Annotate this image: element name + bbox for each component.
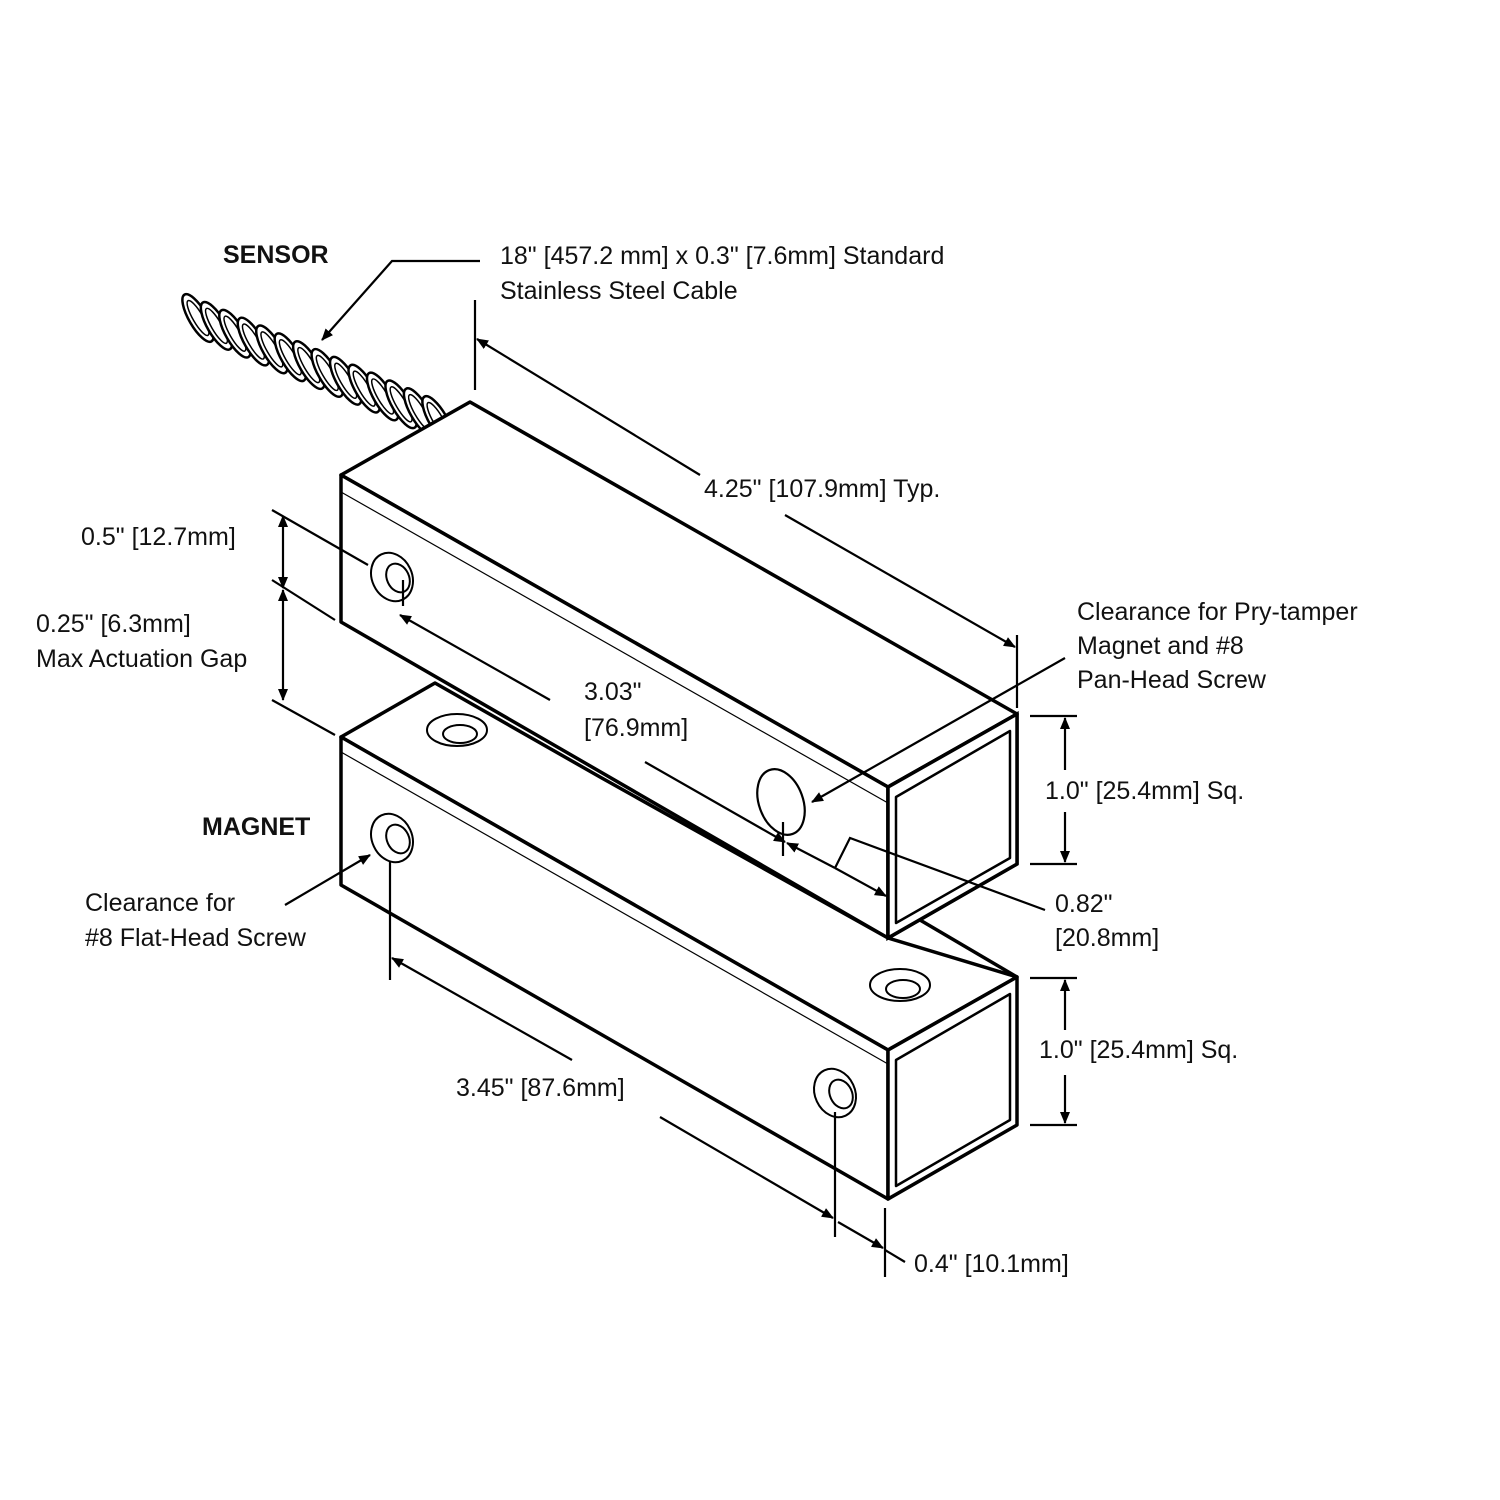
magnet-top-hole xyxy=(869,968,931,1002)
magnet-end-offset-dimension: 0.4" [10.1mm] xyxy=(914,1250,1069,1278)
pry-tamper-note-line2: Magnet and #8 xyxy=(1077,632,1244,660)
dimension-lines xyxy=(271,259,1077,1277)
pry-tamper-hole xyxy=(756,768,806,836)
cable-spec-line1: 18" [457.2 mm] x 0.3" [7.6mm] Standard xyxy=(500,242,944,270)
magnet-spacing-dimension: 3.45" [87.6mm] xyxy=(456,1074,625,1102)
magnet-top-hole xyxy=(426,713,488,747)
stainless-steel-cable xyxy=(181,292,455,446)
flat-head-note-line1: Clearance for xyxy=(85,889,235,917)
hole-offset-dimension: 0.5" [12.7mm] xyxy=(81,523,236,551)
magnet-body xyxy=(339,681,1019,1201)
magnet-square-dimension: 1.0" [25.4mm] Sq. xyxy=(1039,1036,1238,1064)
hole-spacing-line2: [76.9mm] xyxy=(584,714,688,742)
magnet-front-hole xyxy=(370,812,414,864)
magnet-label: MAGNET xyxy=(202,813,310,841)
flat-head-note-line2: #8 Flat-Head Screw xyxy=(85,924,307,952)
length-dimension: 4.25" [107.9mm] Typ. xyxy=(704,475,940,503)
pry-tamper-note-line3: Pan-Head Screw xyxy=(1077,666,1267,694)
sensor-label: SENSOR xyxy=(223,241,329,269)
magnet-front-hole xyxy=(813,1067,857,1119)
gap-dimension-line1: 0.25" [6.3mm] xyxy=(36,610,191,638)
sensor-square-dimension: 1.0" [25.4mm] Sq. xyxy=(1045,777,1244,805)
gap-dimension-line2: Max Actuation Gap xyxy=(36,645,247,673)
hole-spacing-line1: 3.03" xyxy=(584,678,642,706)
cable-spec-line2: Stainless Steel Cable xyxy=(500,277,738,305)
pry-offset-line1: 0.82" xyxy=(1055,890,1113,918)
pry-tamper-note-line1: Clearance for Pry-tamper xyxy=(1077,598,1358,626)
pry-offset-line2: [20.8mm] xyxy=(1055,924,1159,952)
